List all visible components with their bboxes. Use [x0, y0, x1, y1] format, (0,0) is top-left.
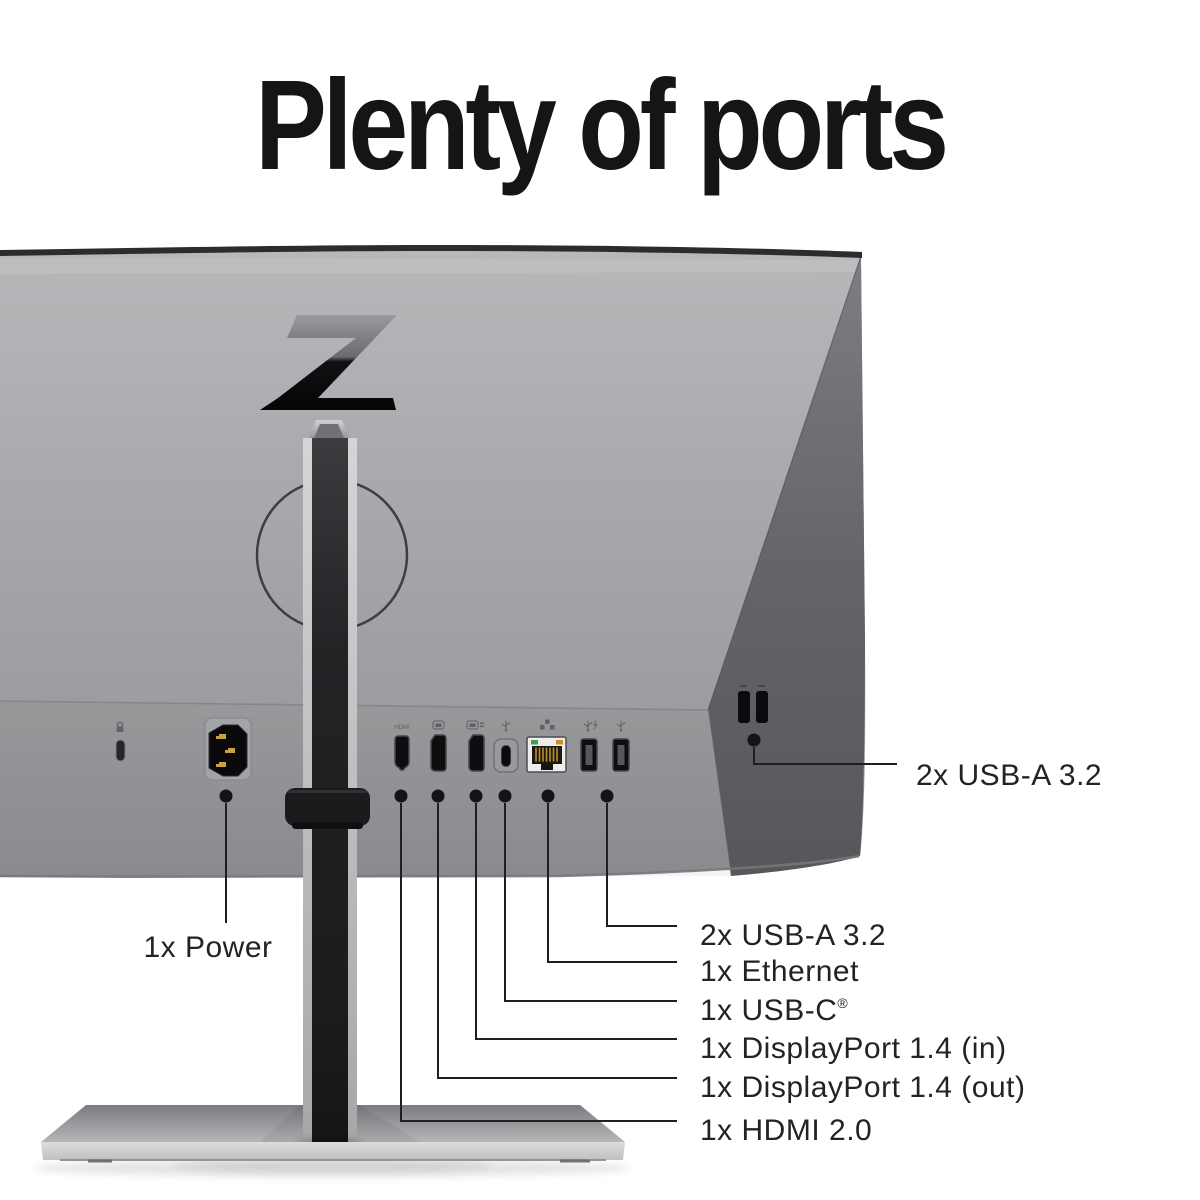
callout-label-rear-usb-a: 2x USB-A 3.2 [700, 919, 887, 952]
callout-label-power: 1x Power [110, 932, 306, 964]
callout-displayport-in [469, 789, 677, 1040]
ethernet-port [526, 736, 567, 773]
callout-label-side-usb: 2x USB-A 3.2 [916, 760, 1102, 792]
power-label-text: 1x Power [143, 931, 273, 964]
callout-hdmi [394, 789, 677, 1122]
kensington-lock-slot [115, 721, 126, 762]
monitor-back-panel [0, 245, 866, 879]
callout-lines [219, 733, 897, 1122]
usb-c-port [493, 738, 519, 773]
side-usb-ports [738, 685, 768, 723]
displayport-icon [432, 720, 445, 730]
displayport-out-icon [466, 720, 484, 730]
callout-label-usb-c: 1x USB-C® [700, 994, 848, 1027]
ethernet-led-orange [556, 740, 563, 745]
side-usb-a-port-1 [738, 691, 750, 723]
registered-mark: ® [837, 995, 848, 1011]
usb-a-charging-port [580, 738, 598, 772]
ethernet-icon [540, 719, 555, 730]
callout-power [219, 789, 233, 923]
hdmi-port [394, 735, 410, 771]
page-title: Plenty of ports [255, 53, 949, 197]
hdmi-icon: HDMI [394, 725, 410, 731]
rear-port-row: HDMI [394, 719, 630, 773]
usb-icon-2 [616, 720, 626, 732]
callout-label-displayport-out: 1x DisplayPort 1.4 (out) [700, 1071, 1026, 1104]
usb-charging-icon [583, 720, 598, 732]
z-logo [260, 315, 397, 410]
cable-management-clip [285, 788, 370, 829]
displayport-out-port [430, 734, 447, 772]
displayport-in-port [468, 734, 485, 772]
callout-label-hdmi: 1x HDMI 2.0 [700, 1114, 873, 1147]
callout-usb-c [498, 789, 677, 1002]
ethernet-led-green [531, 740, 538, 745]
usb-a-port [612, 738, 630, 772]
side-usb-a-port-2 [756, 691, 768, 723]
power-pins [216, 734, 235, 767]
panel-top-edge [0, 245, 862, 258]
callout-side-usb-a [747, 733, 897, 765]
callout-label-displayport-in: 1x DisplayPort 1.4 (in) [700, 1032, 1007, 1065]
callout-displayport-out [431, 789, 677, 1079]
usb-icon [501, 720, 511, 732]
callout-ethernet [541, 789, 677, 963]
base-front-face [41, 1142, 625, 1163]
side-usb-label-text: 2x USB-A 3.2 [916, 759, 1103, 792]
callout-label-ethernet: 1x Ethernet [700, 955, 859, 988]
callout-rear-usb-a [600, 789, 677, 927]
power-inlet [204, 717, 252, 781]
